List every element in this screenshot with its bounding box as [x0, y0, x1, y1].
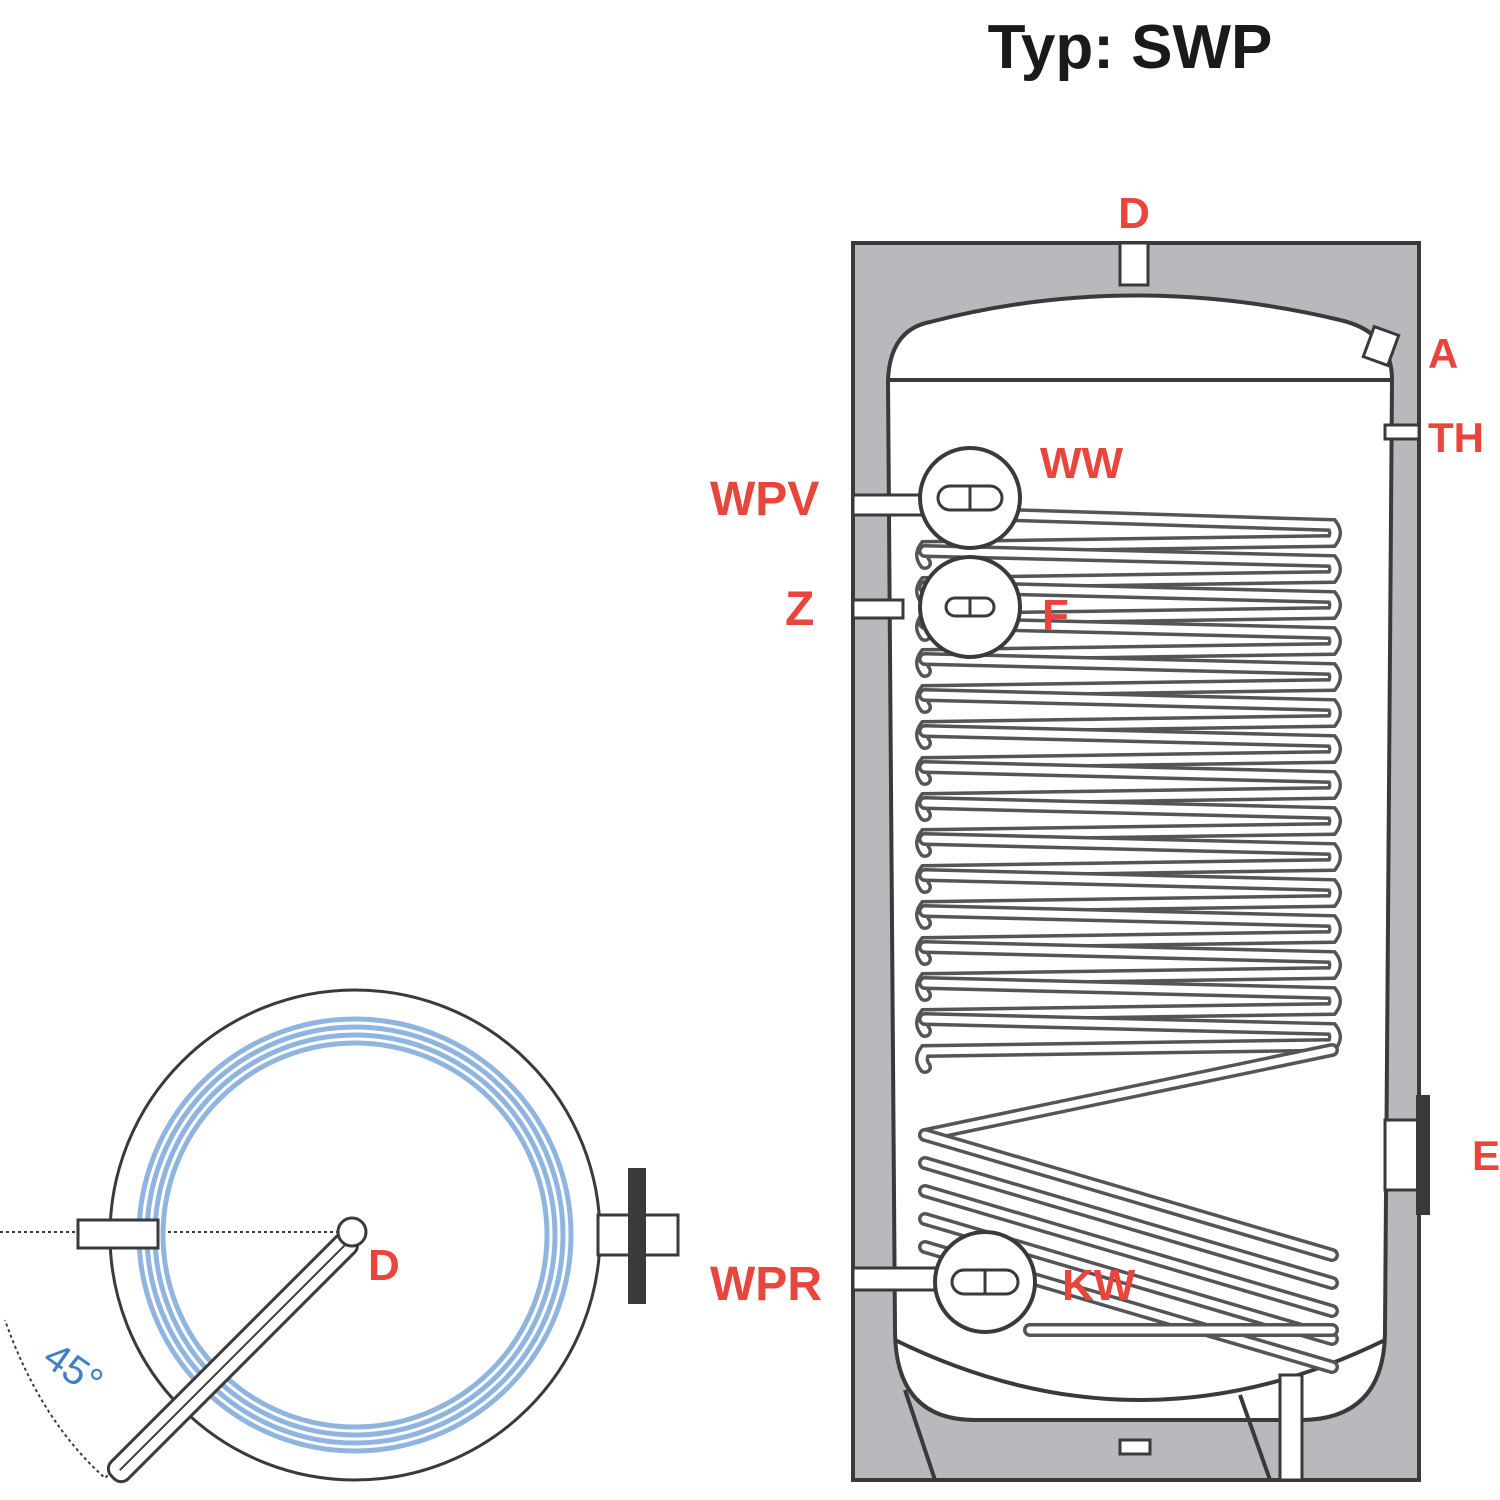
tank-side-view: D A TH WW WPV Z F E WPR KW [710, 189, 1500, 1482]
flange-e-body [1383, 1118, 1423, 1192]
label-angle-45: 45° [36, 1334, 111, 1405]
coil-turn-highlight [918, 727, 1339, 783]
heat-exchanger-coil [915, 508, 1342, 1374]
plan-nozzle-left [76, 1218, 160, 1250]
diagram-title: Typ: SWP [988, 13, 1273, 82]
label-d-plan: D [368, 1241, 400, 1290]
nozzle-wpv [851, 493, 925, 517]
coil-turn-highlight [921, 1159, 1336, 1287]
flange-e-plate [1416, 1095, 1430, 1215]
coil-turn-highlight [918, 619, 1339, 675]
coil-turn-highlight [921, 1131, 1336, 1259]
coil-turn-highlight [921, 1187, 1336, 1315]
nozzle-th [1383, 423, 1421, 441]
label-kw: KW [1062, 1261, 1136, 1310]
tank-plan-view: D 45° [0, 988, 680, 1484]
tank-bottom-pipe [1278, 1373, 1304, 1482]
coil-turn-highlight [918, 583, 1339, 639]
label-d-top: D [1118, 189, 1150, 238]
plan-nozzle-d [336, 1216, 368, 1248]
coil-turn-highlight [918, 799, 1339, 855]
coil-turn-highlight [918, 691, 1339, 747]
plan-flange-plate [628, 1168, 646, 1304]
coil-turn-highlight [918, 763, 1339, 819]
plan-45-sector [0, 1231, 358, 1480]
connection-kw [933, 1230, 1037, 1334]
coil-turn-highlight [921, 1046, 1336, 1139]
connection-f [918, 555, 1022, 659]
nozzle-wpr [851, 1266, 943, 1292]
coil-turn-highlight [918, 979, 1339, 1035]
connection-ww [918, 446, 1022, 550]
label-th: TH [1428, 414, 1484, 461]
nozzle-d-top [1118, 241, 1150, 287]
coil-turn-highlight [918, 907, 1339, 963]
tank-drain-stub [1118, 1438, 1152, 1456]
label-f: F [1042, 591, 1069, 640]
nozzle-z [851, 598, 905, 620]
coil-turn-highlight [918, 943, 1339, 999]
tank-bottom-legs [903, 1389, 1272, 1481]
anode-a-stub [1361, 324, 1401, 368]
coil-turn-highlight [918, 655, 1339, 711]
plan-coil-ring [160, 1040, 550, 1430]
coil-turn-highlight [918, 871, 1339, 927]
label-e: E [1472, 1132, 1500, 1179]
label-wpr: WPR [710, 1258, 822, 1311]
coil-turn-highlight [918, 511, 1339, 567]
label-wpv: WPV [710, 473, 819, 526]
label-ww: WW [1040, 439, 1124, 488]
label-z: Z [785, 583, 814, 636]
coil-turn-highlight [918, 835, 1339, 891]
label-a: A [1428, 330, 1458, 377]
